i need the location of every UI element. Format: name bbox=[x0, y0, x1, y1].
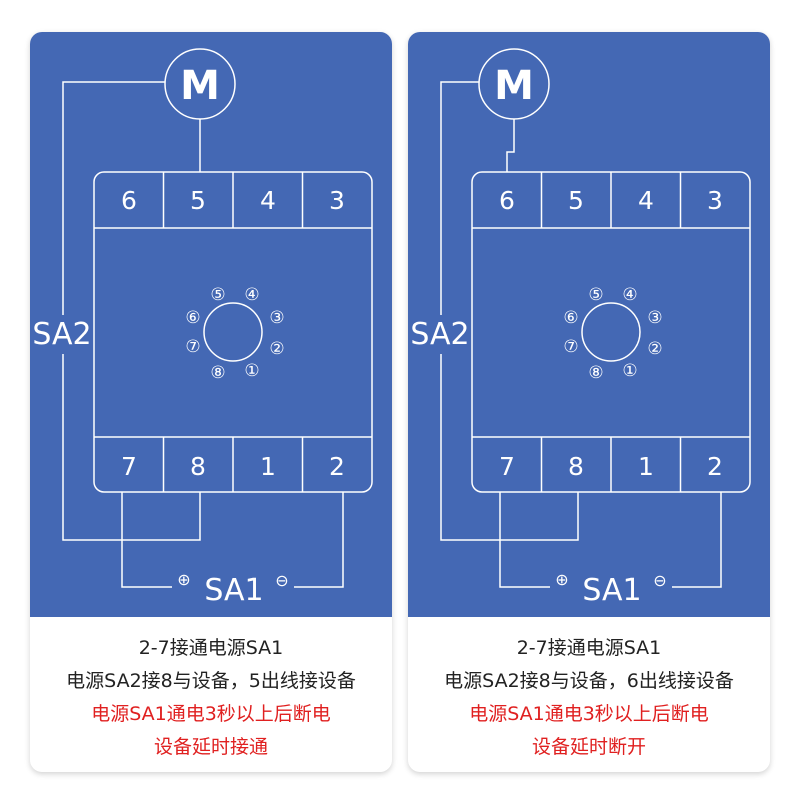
terminal-1: 1 bbox=[638, 452, 654, 481]
caption-line-3: 电源SA1通电3秒以上后断电 bbox=[469, 703, 709, 725]
terminal-3: 3 bbox=[329, 186, 345, 215]
socket-circle bbox=[581, 302, 641, 362]
pin-6: ⑥ bbox=[563, 308, 578, 328]
plus-symbol: ⊕ bbox=[555, 570, 568, 589]
caption-right: 2-7接通电源SA1 电源SA2接8与设备，6出线接设备 电源SA1通电3秒以上… bbox=[408, 632, 770, 764]
minus-symbol: ⊖ bbox=[653, 571, 666, 590]
caption-line-1: 2-7接通电源SA1 bbox=[516, 637, 662, 659]
pin-7: ⑦ bbox=[563, 337, 578, 357]
sa2-label: SA2 bbox=[410, 317, 469, 352]
terminal-2: 2 bbox=[707, 452, 723, 481]
caption-line-1: 2-7接通电源SA1 bbox=[138, 637, 284, 659]
wiring-diagram-left: M 6 5 4 3 7 8 1 2 ⑤ ④ ⑥ ③ ⑦ ② ⑧ ① SA2 bbox=[32, 48, 373, 608]
sa1-label: SA1 bbox=[582, 573, 641, 608]
terminal-7: 7 bbox=[499, 452, 515, 481]
terminal-8: 8 bbox=[190, 452, 206, 481]
pin-3: ③ bbox=[269, 308, 284, 328]
caption-line-4: 设备延时断开 bbox=[531, 736, 646, 758]
terminal-1: 1 bbox=[260, 452, 276, 481]
terminal-4: 4 bbox=[638, 186, 654, 215]
sa2-label: SA2 bbox=[32, 317, 91, 352]
caption-line-2: 电源SA2接8与设备，5出线接设备 bbox=[66, 670, 356, 692]
pin-3: ③ bbox=[647, 308, 662, 328]
wiring-diagram-right: M 6 5 4 3 7 8 1 2 ⑤ ④ ⑥ ③ ⑦ ② ⑧ ① SA2 bbox=[410, 48, 751, 608]
terminal-2: 2 bbox=[329, 452, 345, 481]
wiring-card-left: M 6 5 4 3 7 8 1 2 ⑤ ④ ⑥ ③ ⑦ ② ⑧ ① SA2 bbox=[30, 32, 392, 772]
terminal-4: 4 bbox=[260, 186, 276, 215]
terminal-7: 7 bbox=[121, 452, 137, 481]
diagram-panel-left: M 6 5 4 3 7 8 1 2 ⑤ ④ ⑥ ③ ⑦ ② ⑧ ① SA2 bbox=[30, 32, 392, 617]
caption-line-3: 电源SA1通电3秒以上后断电 bbox=[91, 703, 331, 725]
pin-5: ⑤ bbox=[588, 285, 603, 305]
pin-5: ⑤ bbox=[210, 285, 225, 305]
pin-1: ① bbox=[244, 361, 259, 381]
plus-symbol: ⊕ bbox=[177, 570, 190, 589]
caption-left: 2-7接通电源SA1 电源SA2接8与设备，5出线接设备 电源SA1通电3秒以上… bbox=[30, 632, 392, 764]
pin-8: ⑧ bbox=[588, 363, 603, 383]
pin-4: ④ bbox=[244, 285, 259, 305]
terminal-5: 5 bbox=[190, 186, 206, 215]
pin-2: ② bbox=[269, 339, 284, 359]
minus-symbol: ⊖ bbox=[275, 571, 288, 590]
motor-label: M bbox=[494, 63, 534, 109]
socket-circle bbox=[203, 302, 263, 362]
terminal-8: 8 bbox=[568, 452, 584, 481]
motor-label: M bbox=[180, 63, 220, 109]
caption-line-2: 电源SA2接8与设备，6出线接设备 bbox=[444, 670, 734, 692]
terminal-6: 6 bbox=[499, 186, 515, 215]
pin-2: ② bbox=[647, 339, 662, 359]
wiring-card-right: M 6 5 4 3 7 8 1 2 ⑤ ④ ⑥ ③ ⑦ ② ⑧ ① SA2 bbox=[408, 32, 770, 772]
pin-7: ⑦ bbox=[185, 337, 200, 357]
terminal-5: 5 bbox=[568, 186, 584, 215]
pin-6: ⑥ bbox=[185, 308, 200, 328]
diagram-panel-right: M 6 5 4 3 7 8 1 2 ⑤ ④ ⑥ ③ ⑦ ② ⑧ ① SA2 bbox=[408, 32, 770, 617]
pin-1: ① bbox=[622, 361, 637, 381]
pin-8: ⑧ bbox=[210, 363, 225, 383]
caption-line-4: 设备延时接通 bbox=[153, 736, 268, 758]
terminal-3: 3 bbox=[707, 186, 723, 215]
terminal-6: 6 bbox=[121, 186, 137, 215]
pin-4: ④ bbox=[622, 285, 637, 305]
sa1-label: SA1 bbox=[204, 573, 263, 608]
